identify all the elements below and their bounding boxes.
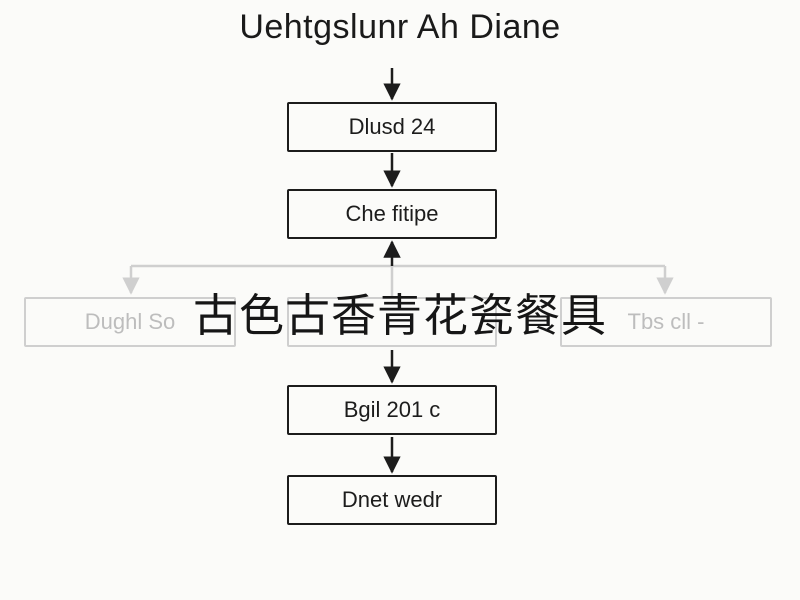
flow-node-step4: Dnet wedr <box>287 475 497 525</box>
faded-node-right-label: Tbs cll - <box>627 309 705 334</box>
diagram-title: Uehtgslunr Ah Diane <box>239 8 561 46</box>
overlay-caption: 古色古香青花瓷餐具 <box>192 289 607 342</box>
faded-node-left: Dughl So <box>24 297 236 347</box>
flow-node-step4-label: Dnet wedr <box>341 487 443 512</box>
faded-node-center <box>287 297 497 347</box>
flow-node-step1: Dlusd 24 <box>287 102 497 152</box>
faded-node-right: Tbs cll - <box>560 297 772 347</box>
flow-node-step3-label: Bgil 201 c <box>343 397 441 422</box>
faded-node-left-label: Dughl So <box>84 309 176 334</box>
flow-node-step1-label: Dlusd 24 <box>348 114 436 139</box>
flow-node-step2: Che fitipe <box>287 189 497 239</box>
flow-node-step2-label: Che fitipe <box>345 201 439 226</box>
flow-node-step3: Bgil 201 c <box>287 385 497 435</box>
